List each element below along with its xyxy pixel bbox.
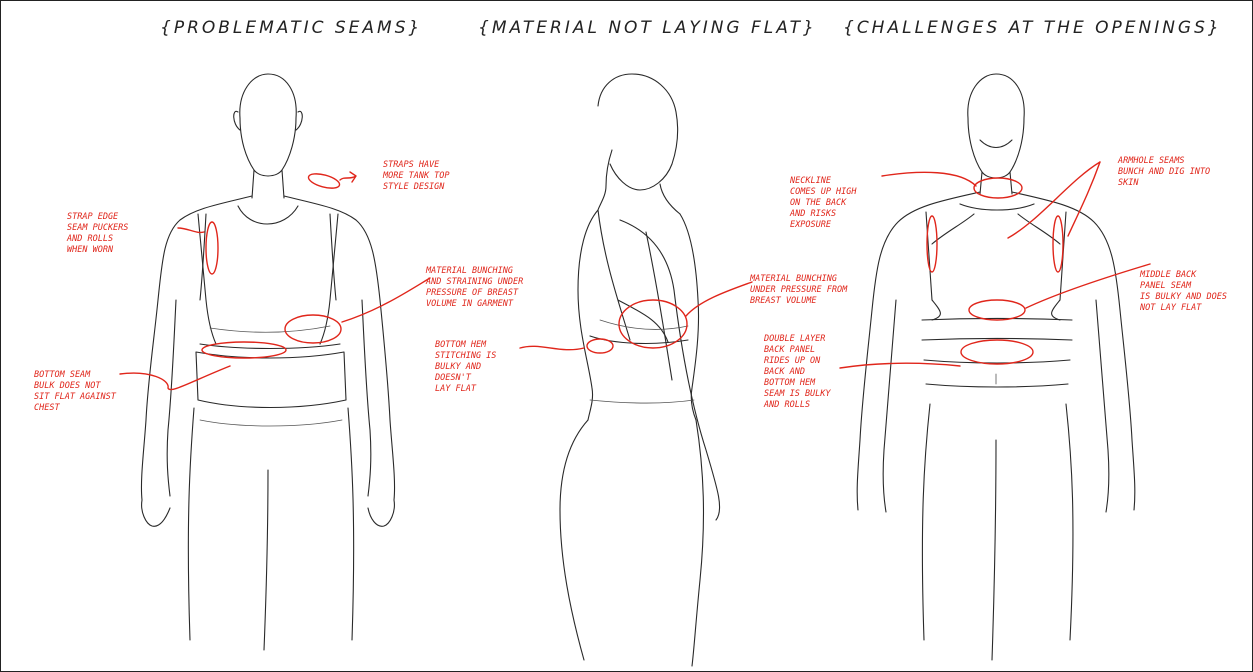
callout-markings — [120, 162, 1150, 390]
front-figure — [141, 74, 394, 650]
back-figure — [857, 74, 1135, 660]
side-figure — [560, 74, 720, 666]
